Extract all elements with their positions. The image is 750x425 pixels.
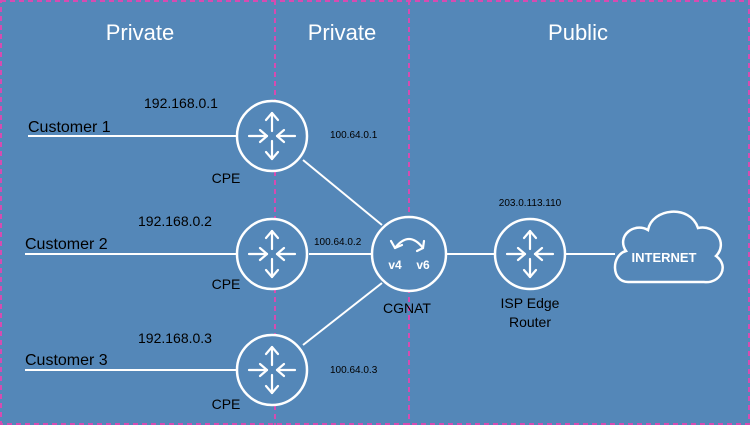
cpe-2-wan-ip: 100.64.0.2 xyxy=(314,237,362,248)
zone-title-public: Public xyxy=(548,20,608,45)
zone-title-private-customer: Private xyxy=(106,20,174,45)
cgnat-right-label: v6 xyxy=(416,258,430,272)
cloud-icon xyxy=(613,210,724,284)
edge-router-ip: 203.0.113.110 xyxy=(499,198,562,209)
customer-1-label: Customer 1 xyxy=(28,119,111,136)
internet-cloud: INTERNET xyxy=(613,210,724,284)
isp-edge-router xyxy=(493,217,567,291)
cgnat-left-label: v4 xyxy=(388,258,402,272)
cpe-2-label: CPE xyxy=(212,276,241,292)
cpe-router-2 xyxy=(235,217,309,291)
cpe-1-label: CPE xyxy=(212,170,241,186)
customer-1-lan-ip: 192.168.0.1 xyxy=(144,95,218,111)
cpe-1-wan-ip: 100.64.0.1 xyxy=(330,130,378,141)
edge-router-label-line1: ISP Edge xyxy=(501,295,560,311)
cpe-3-wan-ip: 100.64.0.3 xyxy=(330,365,378,376)
cgnat-label: CGNAT xyxy=(383,300,431,316)
cpe-3-label: CPE xyxy=(212,396,241,412)
customer-3-lan-ip: 192.168.0.3 xyxy=(138,330,212,346)
cgnat-node: v4 v6 xyxy=(370,215,448,293)
internet-label: INTERNET xyxy=(632,250,697,265)
swap-arrows-icon xyxy=(389,237,426,253)
cpe-router-1 xyxy=(235,99,309,173)
cpe-router-3 xyxy=(235,333,309,407)
zone-title-private-carrier: Private xyxy=(308,20,376,45)
cpe-3-to-cgnat-link xyxy=(302,282,383,346)
customer-2-lan-ip: 192.168.0.2 xyxy=(138,213,212,229)
customer-3-label: Customer 3 xyxy=(25,352,108,369)
cpe-1-to-cgnat-link xyxy=(302,159,383,226)
edge-router-label-line2: Router xyxy=(509,314,551,330)
customer-2-label: Customer 2 xyxy=(25,236,108,253)
